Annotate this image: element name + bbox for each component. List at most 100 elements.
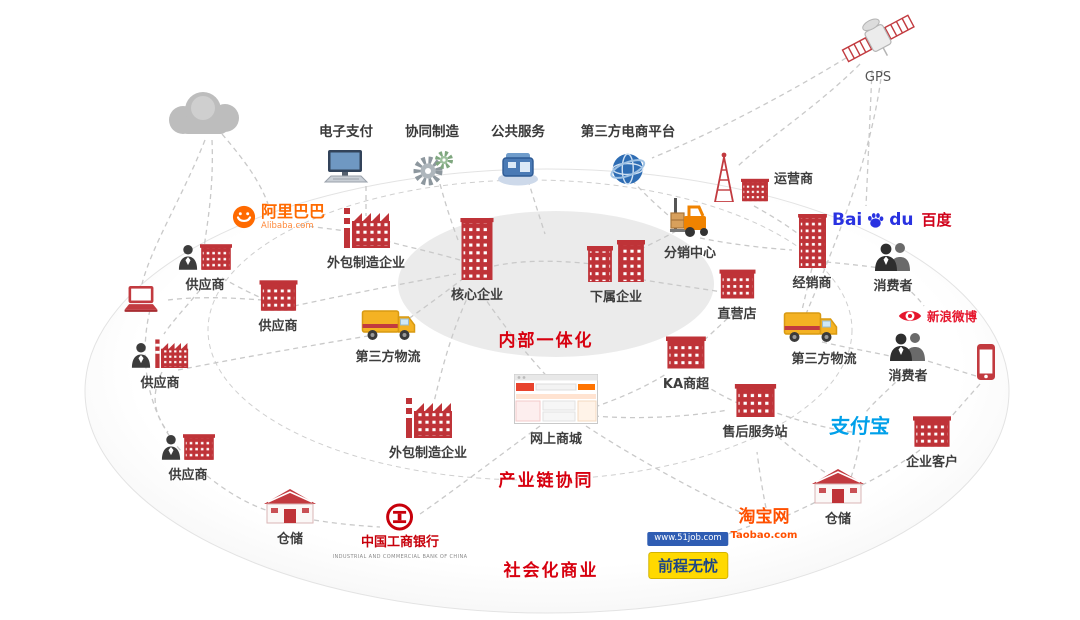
node-label: 核心企业: [450, 288, 504, 303]
icbc-emblem-icon: [386, 503, 414, 531]
service-epay: 电子支付: [319, 120, 373, 186]
zone-label-social-business: 社会化商业: [503, 561, 599, 581]
node-label: 外包制造企业: [388, 446, 468, 461]
alibaba-cn: 阿里巴巴: [261, 202, 326, 221]
node-label: 企业客户: [905, 455, 959, 470]
node-distribution-center: 分销中心: [664, 196, 716, 261]
node-outsource-mfg-bottom: 外包制造企业: [389, 396, 467, 461]
buildings-cluster-icon: [587, 240, 645, 282]
warehouse-icon: [811, 468, 865, 504]
node-online-mall: 网上商城: [514, 374, 598, 447]
node-label: 仓储: [824, 512, 851, 527]
baidu-part2: du: [889, 210, 914, 230]
node-label: 第三方物流: [791, 352, 857, 367]
node-direct-store: 直营店: [717, 269, 757, 322]
baidu-logo: Bai du 百度: [832, 212, 952, 229]
factory-icon: [403, 396, 453, 438]
building-tall-icon: [797, 214, 827, 268]
building-tall-icon: [460, 218, 494, 280]
person-icon: [178, 244, 198, 270]
job51-logo: www.51job.com 前程无忧: [647, 532, 729, 579]
node-label: 供应商: [185, 278, 225, 293]
node-enterprise-customer: 企业客户: [906, 416, 958, 470]
node-label: 供应商: [168, 468, 208, 483]
service-public: 公共服务: [491, 120, 545, 186]
node-after-sales: 售后服务站: [722, 384, 788, 440]
node-label: 售后服务站: [722, 425, 788, 440]
node-label: 分销中心: [663, 246, 717, 261]
node-label: 直营店: [717, 307, 757, 322]
building-icon: [259, 280, 297, 311]
node-label: 仓储: [276, 532, 303, 547]
taobao-cn: 淘宝网: [738, 507, 790, 527]
node-label: 网上商城: [529, 432, 582, 447]
node-logistics-left: 第三方物流: [355, 308, 421, 365]
node-label: 供应商: [140, 376, 180, 391]
factory-icon: [341, 206, 391, 248]
node-label: KA商超: [662, 377, 710, 392]
weibo-eye-icon: [898, 308, 922, 324]
job51-url: www.51job.com: [647, 532, 729, 546]
satellite-icon: [835, 10, 921, 66]
forklift-icon: [667, 196, 713, 238]
baidu-cn: 百度: [921, 211, 952, 229]
alibaba-smiley-icon: [232, 205, 256, 229]
consumers-icon: [888, 331, 928, 361]
node-label: 经销商: [792, 276, 832, 291]
truck-icon: [783, 310, 837, 344]
truck-icon: [361, 308, 415, 342]
globe-icon: [609, 150, 647, 188]
service-machine-icon: [496, 150, 540, 186]
alibaba-logo: 阿里巴巴 Alibaba.com: [232, 204, 325, 231]
gears-icon: [411, 150, 453, 188]
gps-satellite: GPS: [835, 10, 921, 85]
person-icon: [131, 342, 151, 368]
service-epay-label: 电子支付: [319, 124, 373, 140]
middle-zone-ellipse: [207, 179, 853, 481]
alipay-cn: 支付宝: [828, 414, 892, 438]
cloud: [157, 86, 253, 138]
node-label: 消费者: [873, 279, 913, 294]
service-ecommerce-platform: 第三方电商平台: [580, 120, 676, 188]
icbc-en: INDUSTRIAL AND COMMERCIAL BANK OF CHINA: [332, 553, 468, 560]
zone-label-internal-integration: 内部一体化: [498, 331, 594, 351]
building-icon: [183, 434, 215, 460]
building-icon: [666, 336, 706, 369]
warehouse-icon: [263, 488, 317, 524]
consumers-icon: [873, 241, 913, 271]
service-collab-mfg-label: 协同制造: [405, 124, 459, 140]
laptop: [121, 286, 161, 314]
node-consumer-top: 消费者: [873, 241, 913, 294]
baidu-paw-icon: [867, 212, 884, 229]
gps-label: GPS: [864, 70, 892, 85]
node-warehouse-left: 仓储: [263, 488, 317, 547]
tower-icon: [712, 152, 736, 202]
taobao-en: Taobao.com: [730, 529, 798, 541]
node-ka-store: KA商超: [663, 336, 709, 392]
weibo-cn: 新浪微博: [927, 309, 978, 324]
service-ecommerce-platform-label: 第三方电商平台: [580, 124, 676, 140]
node-label: 下属企业: [589, 290, 642, 305]
building-icon: [719, 269, 755, 299]
node-label: 外包制造企业: [326, 256, 406, 271]
building-icon: [913, 416, 951, 447]
building-icon: [741, 178, 769, 202]
service-collab-mfg: 协同制造: [405, 120, 459, 188]
node-outsource-mfg-top: 外包制造企业: [327, 206, 405, 271]
alipay-logo: 支付宝: [828, 410, 892, 439]
icbc-cn: 中国工商银行: [360, 535, 439, 550]
icbc-logo: 中国工商银行 INDUSTRIAL AND COMMERCIAL BANK OF…: [333, 503, 468, 560]
alibaba-en: Alibaba.com: [261, 221, 314, 231]
laptop-icon: [121, 286, 161, 314]
node-label: 第三方物流: [355, 350, 421, 365]
taobao-logo: 淘宝网 Taobao.com: [731, 508, 798, 541]
browser-icon: [514, 374, 598, 424]
zone-label-industry-chain: 产业链协同: [498, 471, 594, 491]
node-dealer: 经销商: [792, 214, 832, 291]
cloud-icon: [157, 86, 253, 138]
node-operator: 运营商: [712, 152, 813, 202]
node-label: 运营商: [774, 171, 814, 187]
baidu-part1: Bai: [832, 210, 863, 230]
job51-cn: 前程无忧: [647, 551, 729, 579]
node-warehouse-right: 仓储: [811, 468, 865, 527]
